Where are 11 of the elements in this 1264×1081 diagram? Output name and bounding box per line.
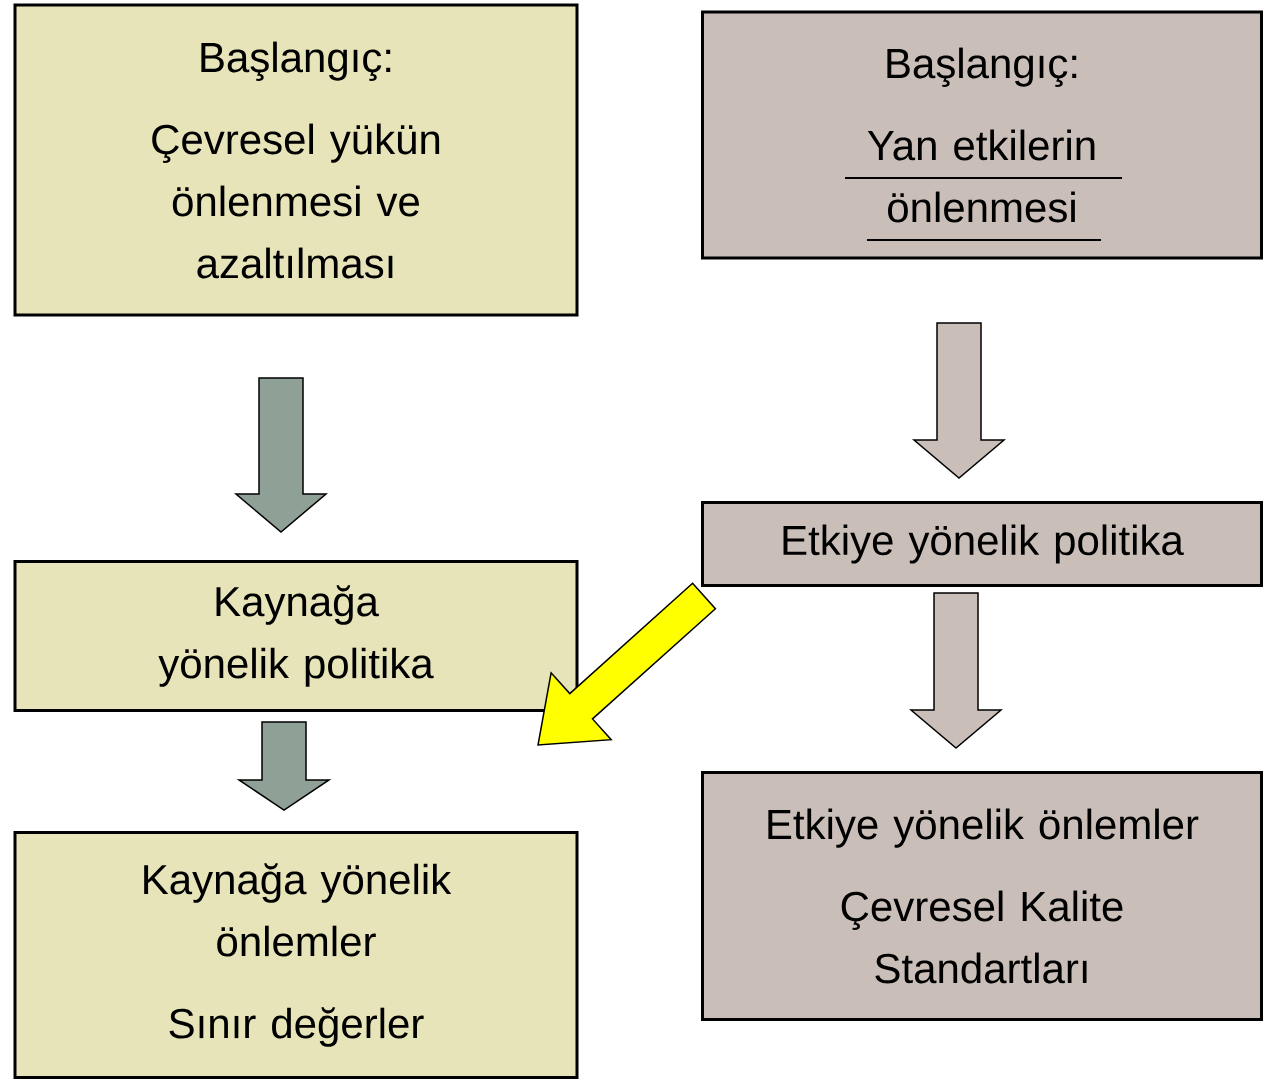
text-box: Kaynağa yönelik önlemler Sınır değerler — [13, 831, 579, 1079]
text-box: Başlangıç: Yan etkilerin önlenmesi — [701, 10, 1263, 260]
text-box: Kaynağa yönelik politika — [13, 560, 579, 712]
text-box: Etkiye yönelik politika — [701, 501, 1263, 587]
text-box: Başlangıç: Çevresel yükün önlenmesi ve azaltılması — [13, 3, 579, 317]
block-arrow — [537, 582, 717, 746]
block-arrow — [911, 322, 1007, 479]
block-arrow — [233, 377, 329, 533]
block-arrow — [236, 721, 332, 811]
block-arrow — [908, 592, 1004, 749]
text-box: Etkiye yönelik önlemler Çevresel Kalite Standartları — [701, 771, 1263, 1021]
